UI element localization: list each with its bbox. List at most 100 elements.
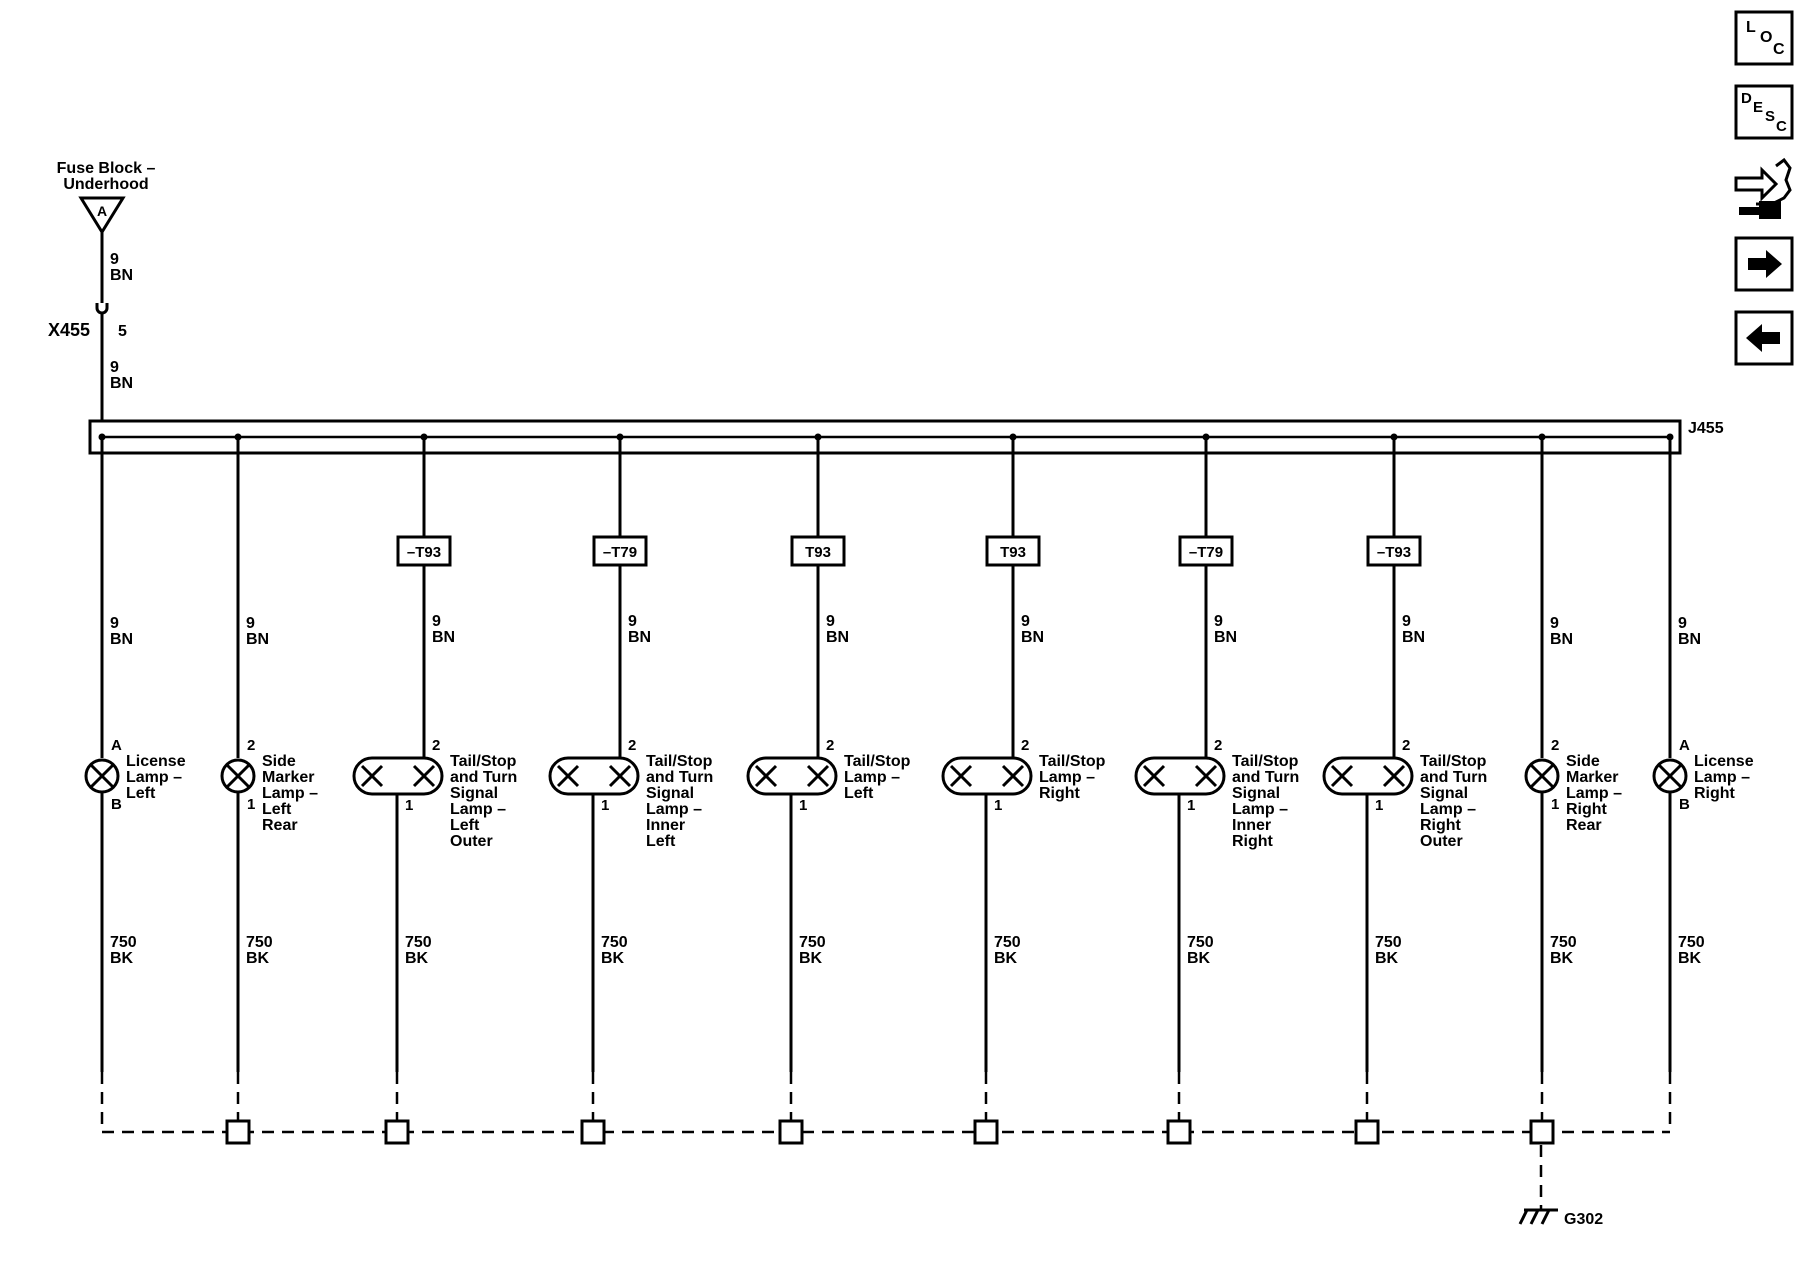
- wire-color: BN: [1214, 629, 1237, 646]
- lamp-label-line: Tail/Stop: [1039, 753, 1106, 770]
- desc-letter-e: E: [1753, 99, 1763, 116]
- pin-bottom: B: [111, 796, 122, 813]
- lamp-label-line: Right: [1232, 833, 1274, 850]
- wire-gauge: 9: [432, 613, 441, 630]
- option-label: –T93: [407, 544, 441, 561]
- lamp-label-line: Lamp –: [1566, 785, 1622, 802]
- wire-color: BN: [246, 631, 269, 648]
- lamp-label-line: Side: [1566, 753, 1600, 770]
- lamp-label-line: Left: [126, 785, 156, 802]
- ground-wire-gauge: 750: [1678, 934, 1705, 951]
- ground-splice-square: [384, 1119, 410, 1145]
- ground-wire-gauge: 750: [799, 934, 826, 951]
- lamp-label-line: Signal: [450, 785, 498, 802]
- pin-top: A: [111, 737, 122, 754]
- connector-female-icon: [95, 303, 109, 315]
- lamp-label-line: Lamp –: [1694, 769, 1750, 786]
- ground-splice-square: [1354, 1119, 1380, 1145]
- ground-wire-color: BK: [799, 950, 823, 967]
- ground-wire-gauge: 750: [601, 934, 628, 951]
- pin-top: 2: [628, 737, 636, 754]
- arrow-left-icon: [1746, 324, 1780, 352]
- nav-desc-button[interactable]: D E S C: [1734, 84, 1794, 140]
- wire-gauge: 9: [826, 613, 835, 630]
- dual-filament-lamp-icon: [1322, 756, 1414, 796]
- lamp-label-line: and Turn: [646, 769, 713, 786]
- fuse-terminal-icon: [78, 196, 126, 235]
- pin-top: 2: [1214, 737, 1222, 754]
- lamp-label-line: Lamp –: [450, 801, 506, 818]
- lamp-label-line: Right: [1694, 785, 1736, 802]
- ground-bus: G302: [102, 1119, 1670, 1228]
- wire-color: BN: [110, 631, 133, 648]
- lamp-label-line: and Turn: [450, 769, 517, 786]
- pin-top: 2: [432, 737, 440, 754]
- ground-splice-square: [225, 1119, 251, 1145]
- pin-bottom: 1: [799, 797, 807, 814]
- wire-color: BN: [1021, 629, 1044, 646]
- lamp-label-line: Signal: [1420, 785, 1468, 802]
- pin-top: 2: [247, 737, 255, 754]
- lamp-label-line: Tail/Stop: [844, 753, 911, 770]
- arrow-right-icon: [1748, 250, 1782, 278]
- lamp-label-line: Left: [450, 817, 480, 834]
- nav-loc-button[interactable]: L O C: [1734, 10, 1794, 66]
- fuse-terminal-label: A: [97, 203, 107, 219]
- feed-wire-color-upper: BN: [110, 267, 133, 284]
- ground-splice-square: [778, 1119, 804, 1145]
- desc-letter-s: S: [1765, 108, 1775, 125]
- lamp-label-line: and Turn: [1232, 769, 1299, 786]
- wire-gauge: 9: [110, 615, 119, 632]
- wire-gauge: 9: [1021, 613, 1030, 630]
- fuse-block-label-line1: Fuse Block –: [57, 160, 156, 177]
- loc-letter-o: O: [1760, 29, 1772, 46]
- connector-end-view-icon[interactable]: [1734, 157, 1792, 219]
- loc-letter-c: C: [1773, 41, 1785, 58]
- ground-splice-square: [580, 1119, 606, 1145]
- lamp-label-line: Lamp –: [126, 769, 182, 786]
- splice-id: J455: [1688, 420, 1724, 437]
- ground-wire-color: BK: [1550, 950, 1574, 967]
- pin-bottom: 1: [1187, 797, 1195, 814]
- option-label: –T93: [1377, 544, 1411, 561]
- lamp-label-line: License: [1694, 753, 1754, 770]
- feed-wire-color-lower: BN: [110, 375, 133, 392]
- ground-wire-gauge: 750: [1550, 934, 1577, 951]
- lamp-label-line: Inner: [646, 817, 685, 834]
- feed-wire-gauge-upper: 9: [110, 251, 119, 268]
- ground-wire-color: BK: [246, 950, 270, 967]
- pin-bottom: 1: [601, 797, 609, 814]
- wire-color: BN: [628, 629, 651, 646]
- lamp-label-line: Marker: [262, 769, 314, 786]
- lamp-label-line: Lamp –: [1420, 801, 1476, 818]
- option-label: –T79: [603, 544, 637, 561]
- ground-wire-gauge: 750: [405, 934, 432, 951]
- wire-gauge: 9: [1550, 615, 1559, 632]
- pin-top: 2: [1402, 737, 1410, 754]
- pin-bottom: 1: [1375, 797, 1383, 814]
- lamp-label-line: Left: [262, 801, 292, 818]
- inline-connector-pin: 5: [118, 323, 127, 340]
- nav-prev-button[interactable]: [1734, 310, 1794, 366]
- pin-bottom: 1: [994, 797, 1002, 814]
- lamp-label-line: Lamp –: [262, 785, 318, 802]
- ground-wire-color: BK: [110, 950, 134, 967]
- ground-id: G302: [1564, 1211, 1603, 1228]
- ground-wire-gauge: 750: [1187, 934, 1214, 951]
- ground-splice-square: [1166, 1119, 1192, 1145]
- option-label: –T79: [1189, 544, 1223, 561]
- pin-top: 2: [1021, 737, 1029, 754]
- lamp-label-line: Rear: [1566, 817, 1602, 834]
- wire-color: BN: [1678, 631, 1701, 648]
- ground-wire-color: BK: [601, 950, 625, 967]
- nav-next-button[interactable]: [1734, 236, 1794, 292]
